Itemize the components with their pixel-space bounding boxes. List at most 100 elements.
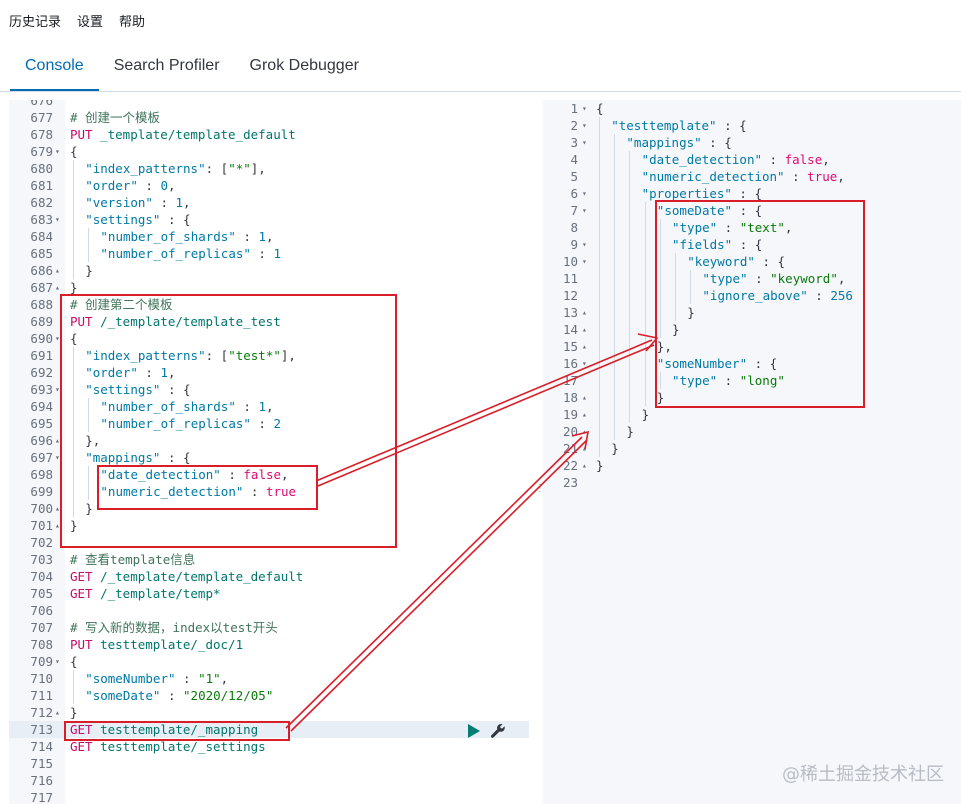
fold-open-icon[interactable]: ▾	[55, 385, 60, 394]
line-number: 701	[30, 518, 53, 533]
indent-guide	[614, 304, 616, 321]
indent-guide	[599, 423, 600, 440]
indent-guide	[675, 304, 676, 321]
fold-close-icon[interactable]: ▴	[582, 410, 587, 419]
fold-close-icon[interactable]: ▴	[55, 521, 60, 530]
code-line: }	[672, 321, 680, 338]
indent-guide	[644, 202, 646, 219]
fold-close-icon[interactable]: ▴	[582, 308, 587, 317]
line-number: 676	[30, 100, 53, 108]
indent-guide	[614, 134, 616, 151]
indent-guide	[675, 253, 676, 270]
fold-close-icon[interactable]: ▴	[55, 708, 60, 717]
menu-help[interactable]: 帮助	[119, 13, 146, 29]
indent-guide	[644, 287, 646, 304]
indent-guide	[599, 304, 600, 321]
fold-close-icon[interactable]: ▴	[582, 461, 587, 470]
wrench-icon[interactable]	[490, 723, 506, 739]
code-line: "number_of_shards" : 1,	[100, 228, 273, 245]
indent-guide	[629, 287, 631, 304]
code-line: PUT _template/template_default	[70, 126, 296, 143]
menu-settings[interactable]: 设置	[77, 13, 104, 29]
code-line: "someNumber" : "1",	[85, 670, 228, 687]
code-token: # 查看template信息	[70, 552, 196, 567]
fold-close-icon[interactable]: ▴	[582, 393, 587, 402]
indent-guide	[614, 355, 616, 372]
line-number: 714	[30, 739, 53, 754]
code-token: testtemplate/_doc/1	[92, 637, 244, 652]
indent-guide	[644, 372, 646, 389]
code-token: 256	[830, 288, 853, 303]
fold-close-icon[interactable]: ▴	[55, 266, 60, 275]
fold-open-icon[interactable]: ▾	[55, 453, 60, 462]
tab-search-profiler[interactable]: Search Profiler	[113, 57, 220, 74]
code-line: "keyword" : {	[687, 253, 785, 270]
code-line: }	[626, 423, 634, 440]
menu-history[interactable]: 历史记录	[9, 13, 62, 29]
code-token: :	[235, 399, 259, 414]
fold-close-icon[interactable]: ▴	[55, 504, 60, 513]
response-editor-code[interactable]: {"testtemplate" : {"mappings" : {"date_d…	[593, 100, 961, 804]
indent-guide	[614, 423, 616, 440]
code-token: :	[137, 365, 161, 380]
fold-close-icon[interactable]: ▴	[582, 342, 587, 351]
fold-close-icon[interactable]: ▴	[55, 436, 60, 445]
indent-guide	[73, 500, 74, 517]
code-token: "2020/12/05"	[183, 688, 274, 703]
fold-open-icon[interactable]: ▾	[55, 215, 60, 224]
fold-open-icon[interactable]: ▾	[55, 334, 60, 343]
panel-splitter[interactable]: ⋮	[529, 100, 545, 804]
indent-guide	[73, 398, 74, 415]
indent-guide	[599, 406, 600, 423]
code-token: "mappings"	[85, 450, 161, 465]
indent-guide	[614, 338, 616, 355]
fold-open-icon[interactable]: ▾	[582, 104, 587, 113]
fold-open-icon[interactable]: ▾	[55, 657, 60, 666]
fold-open-icon[interactable]: ▾	[582, 189, 587, 198]
fold-open-icon[interactable]: ▾	[582, 121, 587, 130]
indent-guide	[73, 347, 74, 364]
code-token: 1	[175, 195, 184, 210]
fold-close-icon[interactable]: ▴	[55, 283, 60, 292]
code-token: "version"	[85, 195, 153, 210]
code-token: ,	[837, 169, 845, 184]
code-token: ],	[250, 161, 266, 176]
play-icon[interactable]	[468, 724, 480, 738]
splitter-handle-icon[interactable]: ⋮	[535, 483, 545, 494]
code-token: "order"	[85, 365, 138, 380]
indent-guide	[659, 219, 661, 236]
code-token: "type"	[672, 373, 718, 388]
code-line: {	[70, 143, 78, 160]
line-number: 679	[30, 144, 53, 159]
indent-guide	[599, 168, 600, 185]
fold-open-icon[interactable]: ▾	[582, 359, 587, 368]
code-token: "number_of_replicas"	[100, 246, 251, 261]
fold-open-icon[interactable]: ▾	[55, 147, 60, 156]
line-number: 680	[30, 161, 53, 176]
tab-console[interactable]: Console	[10, 57, 99, 91]
fold-close-icon[interactable]: ▴	[582, 325, 587, 334]
code-line: "settings" : {	[85, 381, 190, 398]
code-token: false	[784, 152, 823, 167]
fold-open-icon[interactable]: ▾	[582, 138, 587, 147]
tab-grok-debugger[interactable]: Grok Debugger	[249, 57, 359, 74]
fold-close-icon[interactable]: ▴	[582, 427, 587, 436]
code-line: "numeric_detection" : true	[100, 483, 296, 500]
fold-open-icon[interactable]: ▾	[582, 257, 587, 266]
fold-open-icon[interactable]: ▾	[582, 240, 587, 249]
code-line: "numeric_detection" : true,	[642, 168, 845, 185]
indent-guide	[629, 338, 631, 355]
indent-guide	[659, 236, 661, 253]
indent-guide	[629, 253, 631, 270]
indent-guide	[629, 270, 631, 287]
code-line: # 创建一个模板	[70, 109, 160, 126]
fold-open-icon[interactable]: ▾	[582, 206, 587, 215]
indent-guide	[599, 253, 600, 270]
code-token: ,	[281, 467, 289, 482]
fold-close-icon[interactable]: ▴	[582, 444, 587, 453]
line-number: 695	[30, 416, 53, 431]
